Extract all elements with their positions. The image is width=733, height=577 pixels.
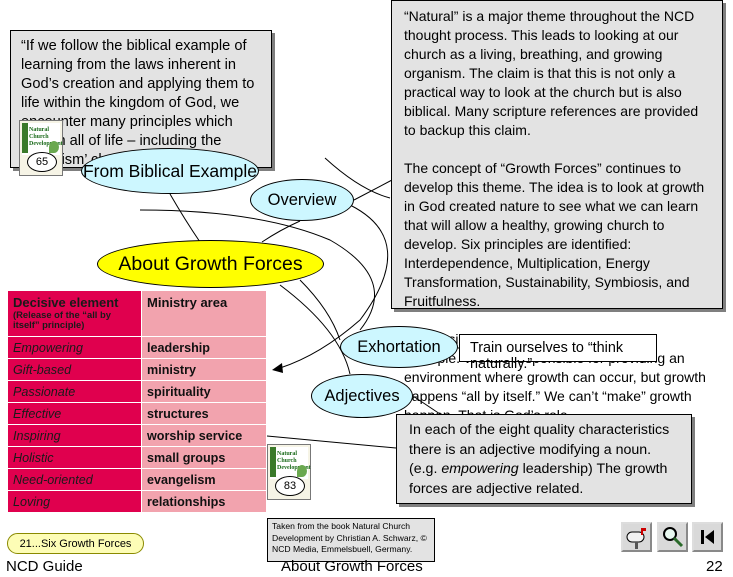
table-cell-adjective: Passionate [7, 380, 142, 403]
footer-page-number: 22 [706, 558, 723, 575]
connector-table-adj-text [266, 435, 397, 449]
first-page-button[interactable] [692, 522, 723, 552]
table-cell-adjective: Need-oriented [7, 468, 142, 491]
overview-text-box: “Natural” is a major theme throughout th… [391, 0, 723, 423]
citation-box: Taken from the book Natural Church Devel… [267, 518, 435, 562]
arrow-head [272, 363, 283, 373]
magnifier-icon [663, 527, 684, 548]
table-cell-area: small groups [141, 446, 267, 469]
table-cell-adjective: Loving [7, 490, 142, 513]
table-cell-adjective: Holistic [7, 446, 142, 469]
header-subtitle: (Release of the “all by itself” principl… [13, 309, 111, 330]
node-exhortation[interactable]: Exhortation [340, 326, 458, 368]
node-from-biblical-example[interactable]: From Biblical Example [81, 148, 259, 194]
table-cell-area: worship service [141, 424, 267, 447]
adjectives-example-word: empowering [441, 461, 519, 477]
mailbox-icon [626, 528, 646, 549]
leaf-icon [297, 465, 307, 477]
node-about-growth-forces[interactable]: About Growth Forces [97, 240, 324, 288]
section-link-six-growth-forces[interactable]: 21...Six Growth Forces [7, 533, 144, 554]
connector-adjectives [279, 284, 351, 375]
footer-center: About Growth Forces [281, 558, 423, 575]
search-button[interactable] [657, 522, 688, 552]
connector-exhortation [299, 279, 341, 341]
table-cell-area: ministry [141, 358, 267, 381]
connector-to-table [279, 204, 389, 369]
footer-left: NCD Guide [6, 558, 83, 575]
adjectives-text-box: In each of the eight quality characteris… [396, 414, 692, 504]
overview-paragraph: The concept of “Growth Forces” continues… [404, 160, 705, 309]
connector-overview [261, 220, 301, 243]
table-cell-area: structures [141, 402, 267, 425]
book-thumbnail[interactable]: Natural Church Development 83 [267, 444, 311, 500]
table-cell-adjective: Inspiring [7, 424, 142, 447]
book-band [22, 123, 28, 153]
connector-adj-text [412, 395, 441, 415]
node-adjectives[interactable]: Adjectives [311, 374, 413, 418]
header-title: Decisive element [13, 295, 119, 310]
overview-paragraph: “Natural” is a major theme throughout th… [404, 8, 699, 138]
leaf-icon [49, 141, 59, 153]
book-title: Natural Church Development [29, 127, 63, 147]
growth-forces-table: Decisive element (Release of the “all by… [7, 290, 267, 513]
table-header-decisive-element: Decisive element (Release of the “all by… [7, 290, 142, 337]
table-cell-area: leadership [141, 336, 267, 359]
book-title: Natural Church Development [277, 451, 311, 471]
node-overview[interactable]: Overview [250, 179, 354, 221]
table-cell-area: relationships [141, 490, 267, 513]
adjectives-text: In each of the eight quality characteris… [409, 422, 670, 477]
page-number-badge: 65 [27, 152, 57, 172]
mailbox-button[interactable] [621, 522, 652, 552]
connector-biblical [169, 193, 201, 243]
table-cell-area: evangelism [141, 468, 267, 491]
table-cell-adjective: Empowering [7, 336, 142, 359]
table-cell-adjective: Effective [7, 402, 142, 425]
page-number-badge: 83 [275, 476, 305, 496]
adjectives-text: leadership) The growth forces are adject… [409, 461, 668, 497]
first-page-icon [701, 530, 714, 544]
table-cell-adjective: Gift-based [7, 358, 142, 381]
table-header-row: Decisive element (Release of the “all by… [7, 290, 267, 337]
connector-overview-text [353, 179, 393, 201]
connector-overview-curve [324, 157, 391, 199]
book-thumbnail[interactable]: Natural Church Development 65 [19, 120, 63, 176]
exhortation-text-box: Train ourselves to “think naturally.” [459, 334, 657, 372]
book-band [270, 447, 276, 477]
table-cell-area: spirituality [141, 380, 267, 403]
table-header-ministry-area: Ministry area [141, 290, 267, 337]
